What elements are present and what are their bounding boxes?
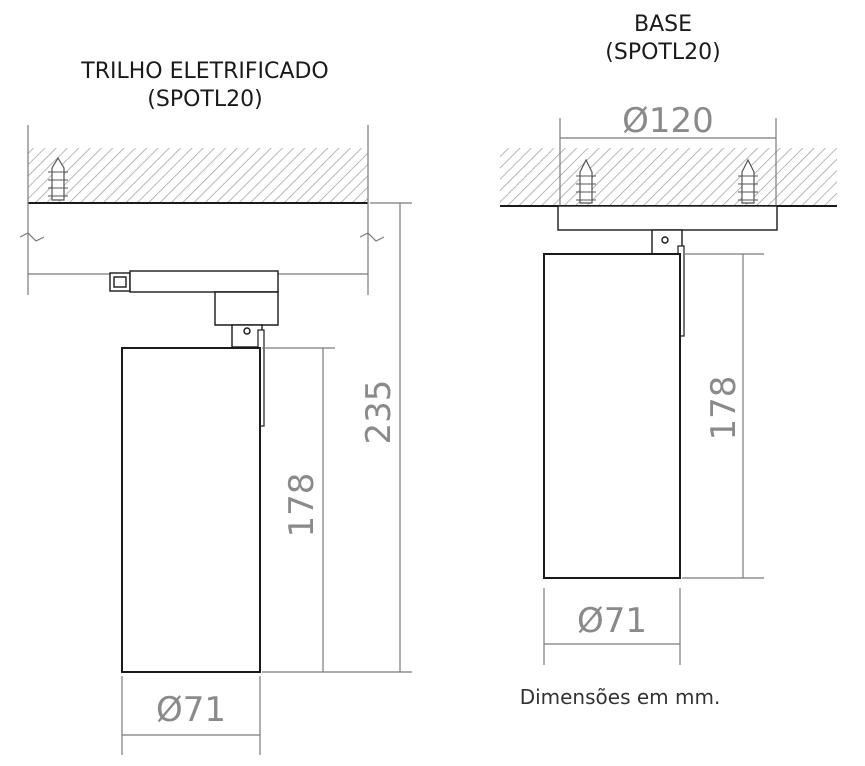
left-dimension-178-label: 178 (282, 473, 322, 538)
right-dimension-178: 178 (682, 253, 764, 579)
right-dimension-178-label: 178 (704, 376, 744, 441)
dimensions-footnote: Dimensões em mm. (520, 685, 721, 709)
left-title-line2: (SPOTL20) (147, 87, 262, 112)
left-dimension-diameter-label: Ø71 (156, 690, 226, 730)
right-luminaire-body (543, 253, 681, 579)
right-dimension-120: Ø120 (559, 101, 777, 206)
right-dimension-diameter-label: Ø71 (577, 601, 647, 641)
right-title-line2: (SPOTL20) (605, 40, 720, 65)
right-ceiling (500, 148, 837, 207)
right-view: BASE (SPOTL20) Ø120 (500, 12, 837, 709)
left-dimension-178: 178 (262, 347, 335, 672)
left-dimension-diameter: Ø71 (121, 676, 261, 755)
right-title-line1: BASE (634, 12, 692, 37)
right-wall-anchor-left (576, 158, 596, 204)
right-wall-anchor-right (738, 158, 758, 204)
left-dimension-235: 235 (262, 202, 412, 673)
left-view: TRILHO ELETRIFICADO (SPOTL20) (19, 59, 412, 755)
right-dimension-120-label: Ø120 (622, 101, 714, 141)
left-wall-anchor (48, 156, 68, 201)
left-title-line1: TRILHO ELETRIFICADO (80, 59, 328, 84)
right-dimension-diameter: Ø71 (543, 588, 681, 665)
left-dimension-235-label: 235 (359, 380, 399, 445)
left-ceiling (19, 125, 385, 295)
left-luminaire-body (121, 347, 261, 673)
